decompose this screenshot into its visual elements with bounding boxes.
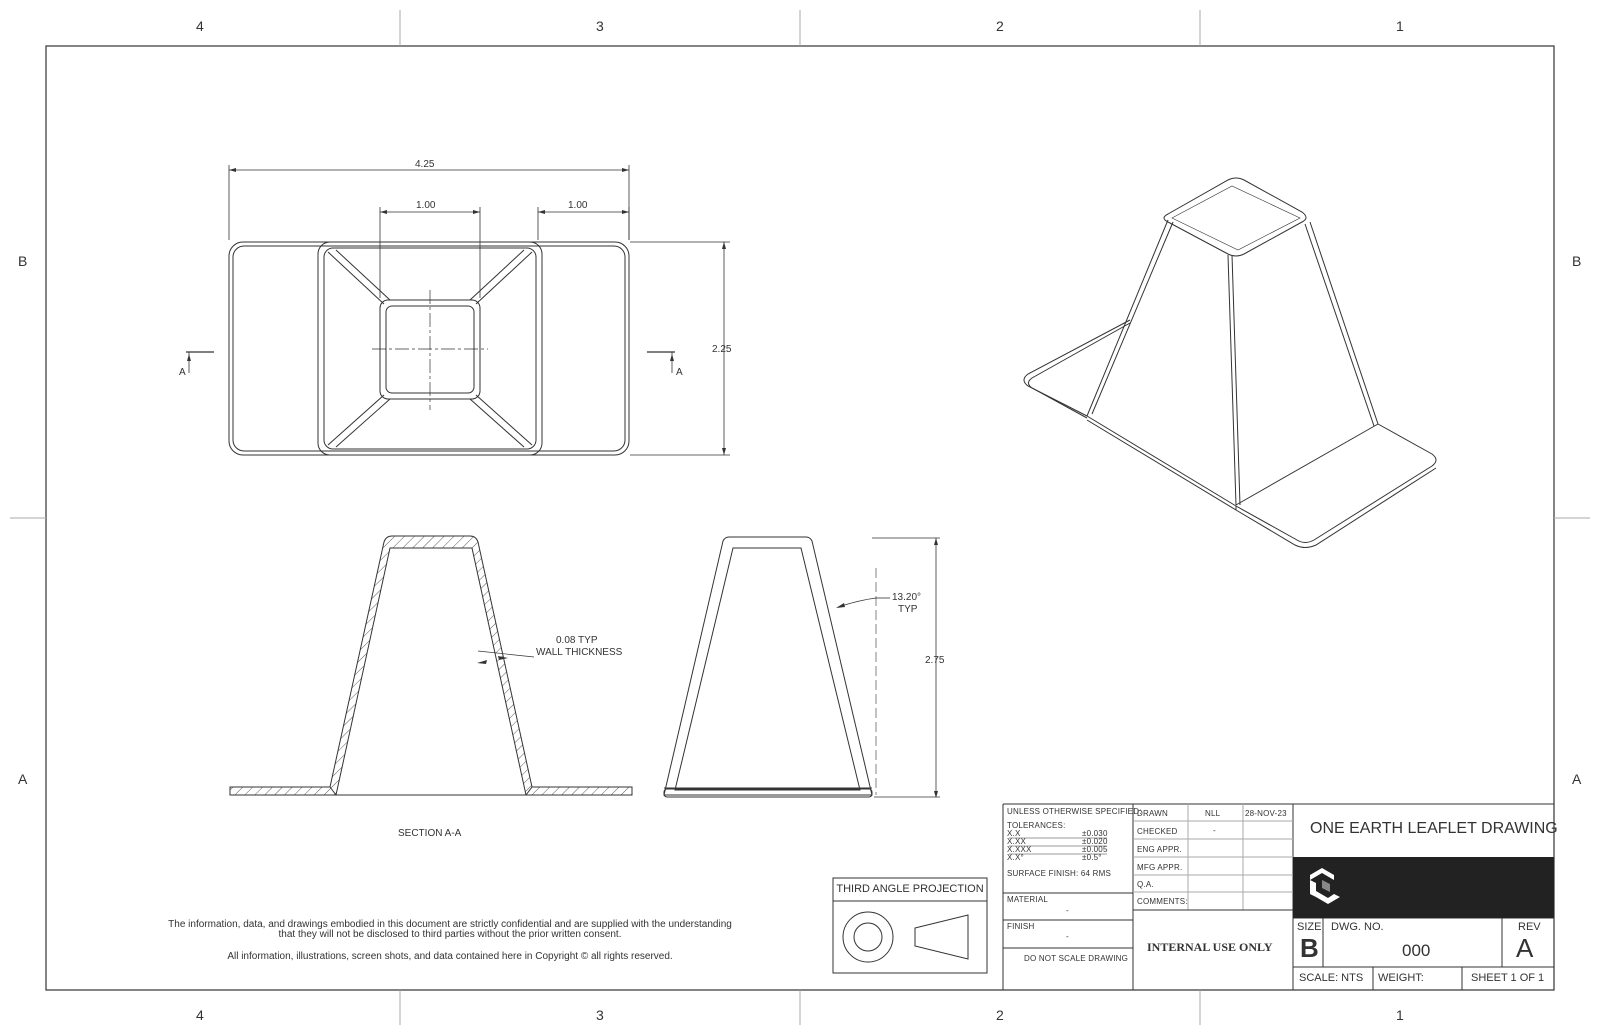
- tb-size-label: SIZE: [1297, 921, 1322, 933]
- tb-checked-by: -: [1213, 826, 1216, 835]
- tb-material-value: -: [1066, 906, 1069, 915]
- tb-qa: Q.A.: [1137, 880, 1154, 889]
- tb-sheet: SHEET 1 OF 1: [1471, 972, 1545, 984]
- tb-drawn-date: 28-NOV-23: [1245, 809, 1287, 818]
- tb-tol-val-1: ±0.030: [1082, 829, 1108, 838]
- projection-symbol: [832, 877, 988, 974]
- section-label: SECTION A-A: [398, 828, 462, 839]
- dim-top-width-left: 1.00: [416, 200, 436, 211]
- tb-checked-label: CHECKED: [1137, 827, 1178, 836]
- tb-dwg-no-value: 000: [1402, 941, 1431, 960]
- tb-material-label: MATERIAL: [1007, 895, 1049, 904]
- dim-top-width-right: 1.00: [568, 200, 588, 211]
- sheet-border: [45, 45, 1555, 991]
- zone-ticks: [10, 10, 1590, 1025]
- dim-angle: 13.20°: [892, 592, 922, 603]
- tb-comments: COMMENTS:: [1137, 897, 1188, 906]
- cube-logo-icon: [1310, 868, 1340, 904]
- tb-tol-val-3: ±0.005: [1082, 845, 1108, 854]
- section-mark-right: A: [676, 367, 683, 378]
- tb-rev-value: A: [1516, 933, 1534, 963]
- dim-overall-length: 4.25: [415, 159, 435, 170]
- logo-band: [1293, 857, 1554, 918]
- confidential-line-2: that they will not be disclosed to third…: [278, 929, 622, 940]
- projection-label: THIRD ANGLE PROJECTION: [836, 883, 984, 895]
- zone-col-2-top: 2: [996, 18, 1004, 34]
- section-mark-left: A: [179, 367, 186, 378]
- tb-tol-key-4: X.X°: [1007, 853, 1024, 862]
- zone-col-2-bottom: 2: [996, 1007, 1004, 1023]
- tb-mfg-appr: MFG APPR.: [1137, 863, 1183, 872]
- zone-row-a-right: A: [1572, 771, 1582, 787]
- tb-size-value: B: [1300, 933, 1319, 963]
- tb-finish-label: FINISH: [1007, 922, 1035, 931]
- zone-row-a-left: A: [18, 771, 28, 787]
- zone-col-1-bottom: 1: [1396, 1007, 1404, 1023]
- tb-rev-label: REV: [1518, 921, 1541, 933]
- copyright-note: All information, illustrations, screen s…: [227, 951, 673, 962]
- tb-eng-appr: ENG APPR.: [1137, 845, 1182, 854]
- tb-do-not-scale: DO NOT SCALE DRAWING: [1024, 954, 1129, 963]
- zone-col-4-bottom: 4: [196, 1007, 204, 1023]
- zone-col-1-top: 1: [1396, 18, 1404, 34]
- zone-col-3-bottom: 3: [596, 1007, 604, 1023]
- dim-wall-thickness-label: WALL THICKNESS: [536, 647, 623, 658]
- zone-row-b-right: B: [1572, 253, 1582, 269]
- tb-tol-key-2: X.XX: [1007, 837, 1027, 846]
- tb-dwg-no-label: DWG. NO.: [1331, 921, 1384, 933]
- tb-drawn-label: DRAWN: [1137, 809, 1168, 818]
- zone-row-b-left: B: [18, 253, 28, 269]
- tb-weight: WEIGHT:: [1378, 972, 1424, 984]
- tb-tol-val-4: ±0.5°: [1082, 853, 1102, 862]
- isometric-view: [1023, 177, 1437, 548]
- tb-finish-value: -: [1066, 932, 1069, 941]
- confidential-note: The information, data, and drawings embo…: [100, 920, 800, 940]
- tb-tol-key-3: X.XXX: [1007, 845, 1032, 854]
- zone-col-4-top: 4: [196, 18, 204, 34]
- tb-scale: SCALE: NTS: [1299, 972, 1364, 984]
- tb-drawn-by: NLL: [1205, 809, 1221, 818]
- side-view: [663, 536, 940, 798]
- title-block-grid: [1002, 803, 1554, 990]
- tb-unless: UNLESS OTHERWISE SPECIFIED:: [1007, 807, 1142, 816]
- tb-internal-use: INTERNAL USE ONLY: [1147, 940, 1273, 954]
- tb-surface-finish: SURFACE FINISH: 64 RMS: [1007, 869, 1111, 878]
- tb-tol-val-2: ±0.020: [1082, 837, 1108, 846]
- top-view: [228, 241, 630, 456]
- dim-angle-typ: TYP: [898, 604, 918, 615]
- dim-overall-width: 2.25: [712, 344, 732, 355]
- tb-tol-key-1: X.X: [1007, 829, 1021, 838]
- top-dimensions: [186, 165, 730, 456]
- confidential-line-1: The information, data, and drawings embo…: [168, 919, 732, 930]
- section-a-a: [229, 535, 633, 796]
- dimension-arrowheads: [187, 168, 938, 798]
- tb-title: ONE EARTH LEAFLET DRAWING: [1310, 820, 1558, 837]
- dim-height: 2.75: [925, 655, 945, 666]
- zone-col-3-top: 3: [596, 18, 604, 34]
- dim-wall-thickness: 0.08 TYP: [556, 635, 598, 646]
- tb-tolerances: TOLERANCES:: [1007, 821, 1066, 830]
